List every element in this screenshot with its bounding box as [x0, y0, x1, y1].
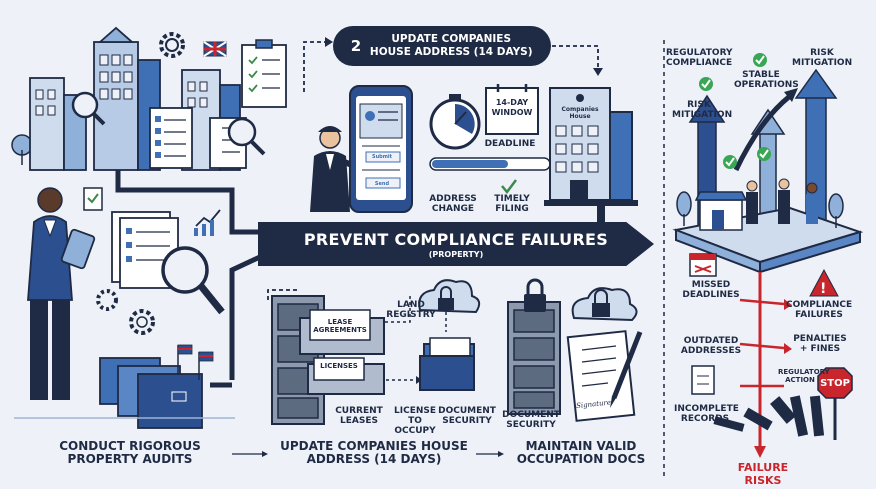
incomplete-records-label: INCOMPLETE RECORDS [674, 404, 739, 424]
timely-filing-label: TIMELY FILING [494, 194, 530, 214]
step1-caption: CONDUCT RIGOROUS PROPERTY AUDITS [59, 439, 201, 466]
licenses-label: LICENSES [320, 362, 358, 370]
main-banner: PREVENT COMPLIANCE FAILURES (PROPERTY) [258, 222, 654, 266]
regulatory-action-label: REGULATORY ACTION [778, 368, 830, 384]
risk-mitigation-top-label: RISK MITIGATION [792, 48, 853, 68]
banner-subtitle: (PROPERTY) [428, 249, 484, 259]
svg-text:!: ! [820, 281, 826, 297]
step3-caption: MAINTAIN VALID OCCUPATION DOCS [516, 439, 646, 466]
license-to-occupy-label: LICENSE TO OCCUPY [394, 406, 436, 436]
land-registry-label: LAND REGISTRY [386, 300, 436, 320]
missed-deadlines-label: MISSED DEADLINES [682, 280, 740, 300]
step2-caption: UPDATE COMPANIES HOUSE ADDRESS (14 DAYS) [280, 439, 468, 466]
outdated-addresses-label: OUTDATED ADDRESSES [680, 336, 742, 356]
step-number: 2 [350, 37, 362, 55]
document-security-label-b: DOCUMENT SECURITY [502, 410, 560, 430]
compliance-failures-label: COMPLIANCE FAILURES [786, 300, 853, 320]
stop-sign-text: STOP [820, 378, 850, 389]
penalties-fines-label: PENALTIES + FINES [793, 334, 847, 354]
window-label: 14-DAY WINDOW [491, 98, 533, 117]
step2-pill: 2 UPDATE COMPANIES HOUSE ADDRESS (14 DAY… [333, 26, 551, 66]
stable-operations-label: STABLE OPERATIONS [734, 70, 799, 90]
step-title: UPDATE COMPANIES HOUSE ADDRESS (14 DAYS) [369, 33, 533, 58]
companies-house-label: Companies House [561, 106, 599, 120]
address-change-label: ADDRESS CHANGE [429, 194, 477, 214]
phone-submit-button: Submit [371, 154, 393, 160]
risk-mitigation-mid-label: RISK MITIGATION [672, 100, 733, 120]
phone-send-button: Send [374, 181, 390, 187]
regulatory-compliance-label: REGULATORY COMPLIANCE [666, 48, 733, 68]
lease-agreements-label: LEASE AGREEMENTS [313, 318, 367, 334]
current-leases-label: CURRENT LEASES [335, 406, 383, 426]
banner-title: PREVENT COMPLIANCE FAILURES [303, 229, 609, 249]
deadline-label: DEADLINE [484, 139, 536, 149]
failure-risks-label: FAILURE RISKS [737, 461, 789, 487]
document-security-label-a: DOCUMENT SECURITY [438, 406, 496, 426]
